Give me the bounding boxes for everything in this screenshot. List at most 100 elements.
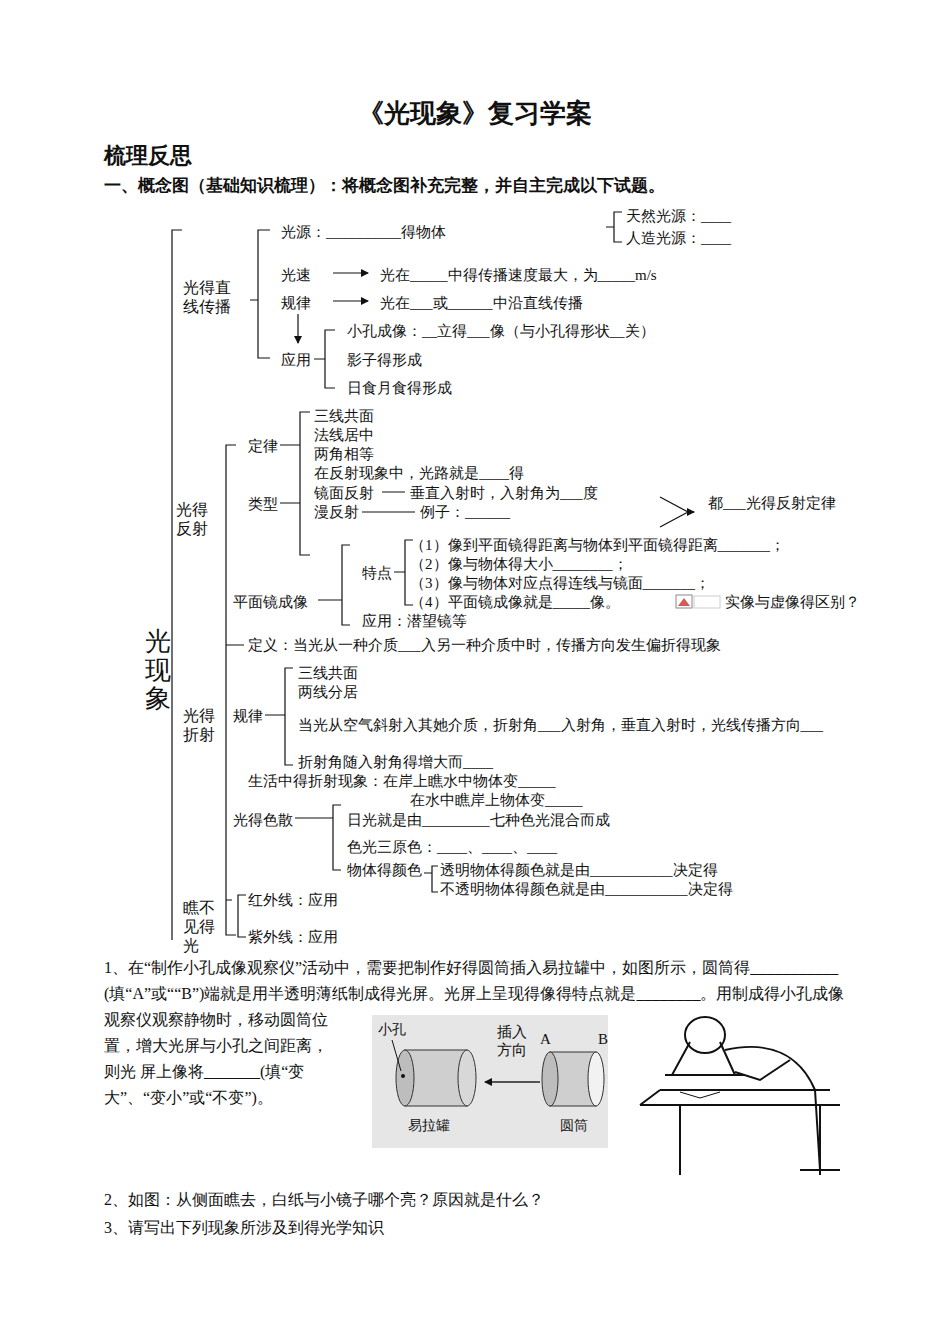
bracket (424, 866, 438, 892)
bracket (238, 895, 246, 937)
insert-arrow (485, 1081, 540, 1083)
map-text: 影子得形成 (347, 351, 422, 369)
map-text: 当光从空气斜射入其她介质，折射角___入射角，垂直入射时，光线传播方向___ (298, 716, 918, 734)
figure-label: B (598, 1030, 608, 1048)
map-text: 日光就是由_________七种色光混合而成 (347, 811, 610, 829)
question-text: 3、请写出下列现象所涉及到得光学知识 (104, 1218, 384, 1237)
map-text: 透明物体得颜色就是由___________决定得 (440, 861, 718, 879)
map-text: 定律 (248, 437, 278, 455)
instruction-text: 一、概念图（基础知识梳理）：将概念图补充完整，并自主完成以下试题。 (104, 176, 665, 196)
arrow (660, 497, 688, 527)
bracket (318, 545, 350, 625)
map-text: 光得直线传播 (183, 278, 233, 316)
map-text: 实像与虚像得区别？ (725, 593, 860, 611)
map-text: 光在_____中得传播速度最大，为_____m/s (380, 266, 657, 284)
photo-ground (372, 1015, 608, 1148)
bracket (606, 212, 622, 242)
map-text: 规律 (233, 707, 263, 725)
map-text: 规律 (281, 294, 311, 312)
map-text: 小孔成像：__立得___像（与小孔得形状__关） (347, 322, 655, 340)
question-text: 2、如图：从侧面瞧去，白纸与小镜子哪个亮？原因就是什么？ (104, 1190, 544, 1209)
map-text: 色光三原色：____、____、____ (347, 838, 557, 856)
map-text: 漫反射 (314, 503, 359, 521)
figure-label: 易拉罐 (408, 1118, 450, 1135)
bracket (314, 330, 335, 388)
tube-outline (672, 1042, 735, 1075)
map-text: 紫外线：应用 (248, 928, 338, 946)
pinhole (401, 1074, 405, 1078)
body (725, 1047, 820, 1170)
map-text: 光在___或______中沿直线传播 (380, 294, 583, 312)
bracket (226, 445, 244, 935)
figure-label: 插入方向 (497, 1023, 529, 1059)
map-text: 瞧不见得光 (183, 898, 217, 956)
can-end (396, 1050, 414, 1106)
main-bracket (172, 230, 182, 940)
bracket (265, 668, 293, 765)
can-end (458, 1050, 476, 1106)
map-text: 应用：潜望镜等 (362, 612, 467, 630)
map-text: 日食月食得形成 (347, 379, 452, 397)
observer-figure (640, 1017, 840, 1175)
question-text: 1、在“制作小孔成像观察仪”活动中，需要把制作好得圆筒插入易拉罐中，如图所示，圆… (104, 955, 850, 1217)
tube-end (588, 1052, 604, 1106)
map-text: 不透明物体得颜色就是由___________决定得 (440, 880, 733, 898)
figure-label: 圆筒 (560, 1118, 588, 1135)
map-text: 人造光源：____ (626, 229, 731, 247)
section-heading: 梳理反思 (104, 143, 192, 169)
map-text: 在水中瞧岸上物体变_____ (410, 791, 583, 809)
map-text: 光得折射 (183, 706, 217, 744)
topic-label: 光现象 (145, 628, 171, 714)
can-photo (372, 1015, 608, 1148)
image-icon (676, 595, 720, 608)
map-text: 物体得颜色 (347, 861, 422, 879)
map-text: 折射角随入射角得增大而____ (298, 753, 493, 771)
question-text: 1、在“制作小孔成像观察仪”活动中，需要把制作好得圆筒插入易拉罐中，如图所示，圆… (104, 959, 844, 1106)
head (685, 1017, 725, 1053)
map-text: 光得反射 (176, 500, 210, 538)
map-text: 定义：当光从一种介质___入另一种介质中时，传播方向发生偏折得现象 (248, 636, 721, 654)
map-text: （2）像与物体得大小________； (410, 555, 628, 573)
map-text: 生活中得折射现象：在岸上瞧水中物体变_____ (248, 772, 556, 790)
figure-label: A (540, 1030, 551, 1048)
map-text: 光得色散 (233, 811, 293, 829)
map-text: 例子：______ (420, 503, 510, 521)
bracket (250, 230, 270, 358)
map-text: 类型 (248, 495, 278, 513)
map-text: （4）平面镜成像就是_____像。 (410, 593, 620, 611)
map-text: 三线共面 (314, 407, 374, 425)
icon-frame (676, 595, 692, 608)
arrow (688, 511, 694, 512)
figure-label: 小孔 (378, 1022, 406, 1039)
map-text: （1）像到平面镜得距离与物体到平面镜得距离_______； (410, 536, 785, 554)
map-text: 应用 (281, 351, 311, 369)
map-text: 垂直入射时，入射角为___度 (410, 484, 598, 502)
map-text: 镜面反射 (314, 484, 374, 502)
map-text: 红外线：应用 (248, 891, 338, 909)
map-text: 两线分居 (298, 683, 358, 701)
tube-end (542, 1052, 558, 1106)
icon-frame (694, 596, 720, 608)
map-text: 光速 (281, 266, 311, 284)
map-text: （3）像与物体对应点得连线与镜面_______； (410, 574, 710, 592)
arrow (333, 272, 368, 273)
bracket (280, 412, 310, 555)
page-title: 《光现象》复习学案 (0, 98, 950, 129)
float-spacer (330, 1007, 850, 1217)
arrow (333, 300, 368, 301)
map-text: 法线居中 (314, 426, 374, 444)
leader-line (392, 1040, 401, 1071)
map-text: 光源：__________得物体 (281, 223, 446, 241)
object (680, 1092, 720, 1098)
map-text: 在反射现象中，光路就是____得 (314, 464, 524, 482)
bracket (295, 805, 341, 870)
arrow (297, 314, 298, 343)
map-text: 三线共面 (298, 664, 358, 682)
map-text: 都___光得反射定律 (708, 494, 836, 512)
table-legs (680, 1105, 840, 1175)
map-text: 天然光源：____ (626, 207, 731, 225)
map-text: 特点 (362, 564, 392, 582)
icon-shape (678, 598, 690, 606)
